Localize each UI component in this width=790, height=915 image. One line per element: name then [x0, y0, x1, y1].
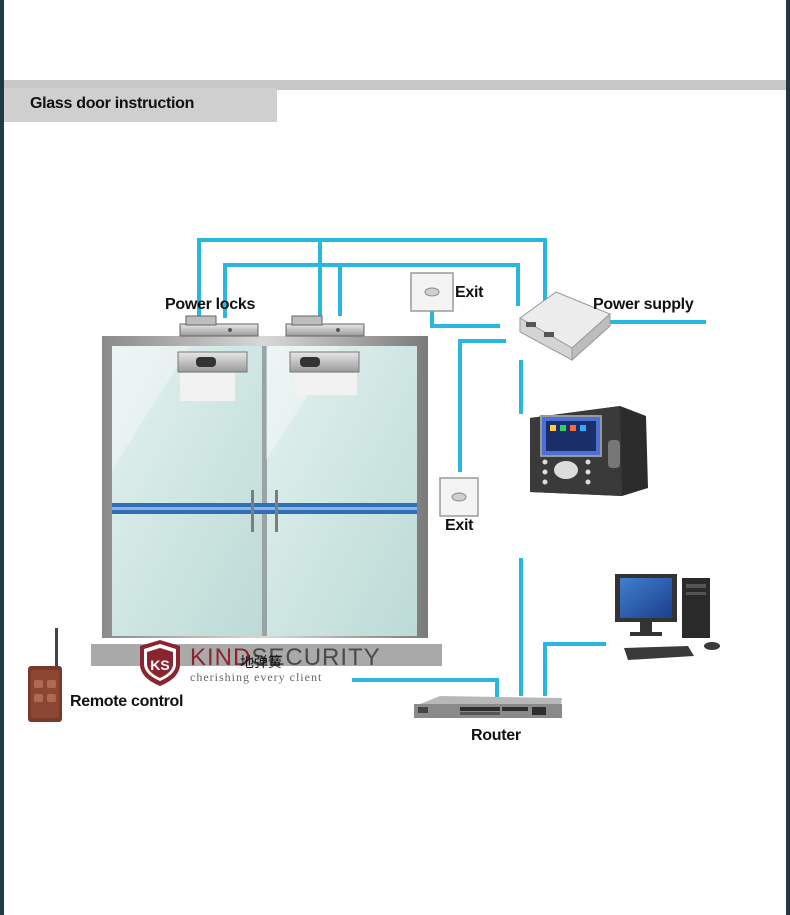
page-frame-left — [0, 0, 4, 915]
wire-exit-top — [430, 310, 500, 328]
header-rule — [4, 80, 786, 90]
wire-router-pc — [543, 642, 606, 696]
brand-tagline: cherishing every client — [190, 670, 323, 684]
page-title: Glass door instruction — [30, 95, 195, 112]
brand-logo-letters: KS — [150, 657, 169, 673]
wires — [197, 238, 706, 698]
brand-name-accent: KIND — [190, 644, 252, 671]
exit-button-bottom — [439, 477, 479, 517]
power-lock-left — [179, 315, 259, 337]
brand-logo: KS — [140, 640, 180, 686]
label-power-supply: Power supply — [593, 296, 694, 313]
brand-name: KINDSECURITY — [190, 644, 381, 672]
page-frame-right — [786, 0, 790, 915]
label-remote-control: Remote control — [70, 693, 184, 710]
brand-chinese: 地弹簧 — [240, 655, 282, 671]
wire-inner-loop — [223, 263, 520, 318]
label-router: Router — [471, 727, 521, 744]
wire-remote-router — [352, 678, 499, 698]
wire-outer-loop — [197, 238, 547, 318]
face-recognition-terminal — [530, 406, 648, 496]
label-exit-bottom: Exit — [445, 517, 474, 534]
label-power-locks: Power locks — [165, 296, 256, 313]
wire-exit-bottom — [458, 339, 506, 472]
computer-workstation — [615, 574, 720, 660]
title-banner: Glass door instruction — [4, 88, 277, 122]
brand-name-rest: SECURITY — [251, 644, 381, 671]
network-router — [414, 696, 562, 718]
power-supply-unit — [519, 291, 611, 362]
exit-button-top — [410, 272, 454, 312]
label-exit-top: Exit — [455, 284, 484, 301]
power-lock-right — [285, 315, 365, 337]
glass-double-door — [91, 336, 442, 666]
remote-control-fob — [28, 628, 62, 722]
